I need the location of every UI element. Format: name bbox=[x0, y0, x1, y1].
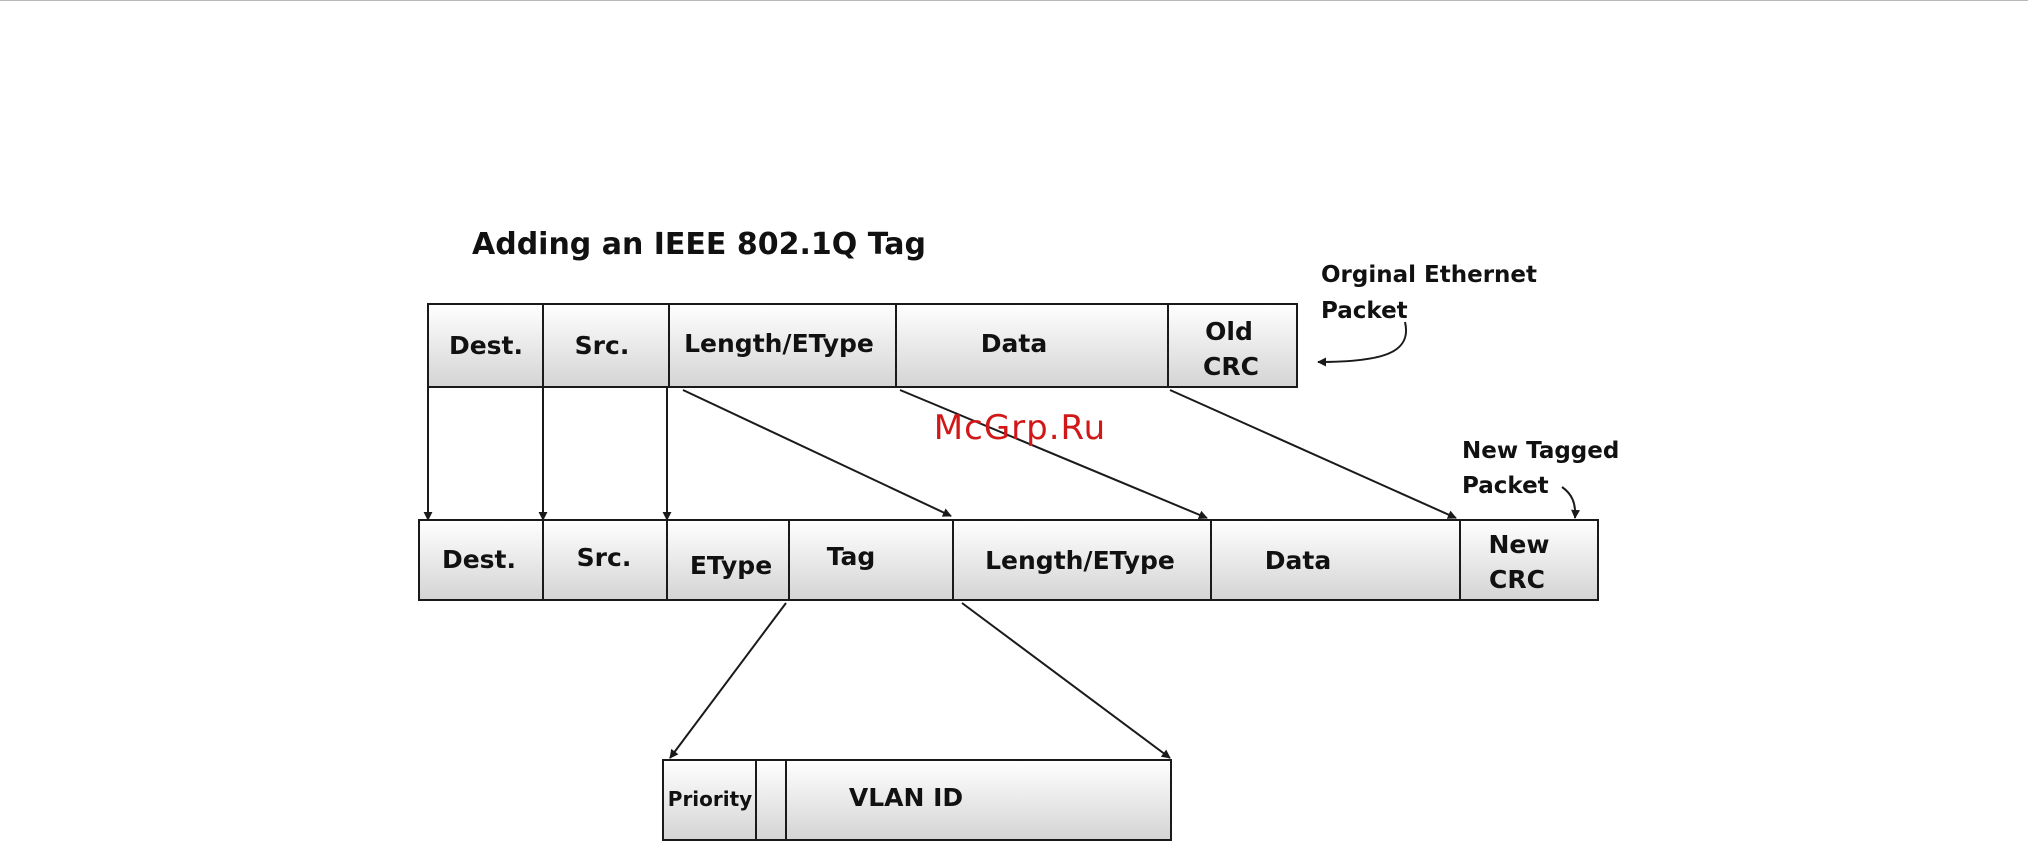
watermark: McGrp.Ru bbox=[934, 408, 1106, 448]
tagged-label-length-etype: Length/EType bbox=[985, 546, 1175, 575]
tagged-label-data: Data bbox=[1265, 546, 1331, 575]
tagged-label-tag: Tag bbox=[827, 542, 876, 571]
tagged-packet-note-line2: Packet bbox=[1462, 473, 1549, 499]
tagged-packet: Dest. Src. EType Tag Length/EType Data N… bbox=[419, 520, 1598, 600]
original-packet: Dest. Src. Length/EType Data Old CRC bbox=[428, 304, 1297, 387]
original-packet-note-line2: Packet bbox=[1321, 298, 1408, 324]
arrow-length-etype bbox=[683, 390, 951, 516]
tagged-packet-note-arrow bbox=[1562, 487, 1575, 518]
tag-label-priority: Priority bbox=[668, 787, 752, 811]
original-packet-note-line1: Orginal Ethernet bbox=[1321, 262, 1537, 288]
original-label-length-etype: Length/EType bbox=[684, 329, 874, 358]
diagram-title: Adding an IEEE 802.1Q Tag bbox=[472, 227, 926, 262]
tagged-label-dest: Dest. bbox=[442, 545, 516, 574]
mapping-arrows bbox=[428, 387, 1456, 520]
original-label-data: Data bbox=[981, 329, 1047, 358]
tag-expansion-arrows bbox=[670, 603, 1170, 758]
original-label-crc-line1: Old bbox=[1205, 317, 1253, 346]
arrow-tag-right bbox=[962, 603, 1170, 758]
arrow-crc bbox=[1170, 390, 1456, 518]
tagged-label-etype: EType bbox=[690, 551, 772, 580]
tagged-label-crc-line1: New bbox=[1489, 530, 1550, 559]
original-label-dest: Dest. bbox=[449, 331, 523, 360]
tag-label-vlan-id: VLAN ID bbox=[849, 783, 963, 812]
original-label-crc-line2: CRC bbox=[1203, 352, 1259, 381]
arrow-tag-left bbox=[670, 603, 786, 758]
tagged-label-src: Src. bbox=[577, 543, 632, 572]
tag-field-vlan-id bbox=[786, 760, 1171, 840]
tagged-field-data bbox=[1211, 520, 1460, 600]
tagged-packet-note-line1: New Tagged bbox=[1462, 438, 1619, 464]
tag-detail: Priority VLAN ID bbox=[663, 760, 1171, 840]
tag-field-cfi bbox=[756, 760, 786, 840]
original-packet-note-arrow bbox=[1318, 322, 1406, 362]
tagged-label-crc-line2: CRC bbox=[1489, 565, 1545, 594]
original-label-src: Src. bbox=[575, 331, 630, 360]
